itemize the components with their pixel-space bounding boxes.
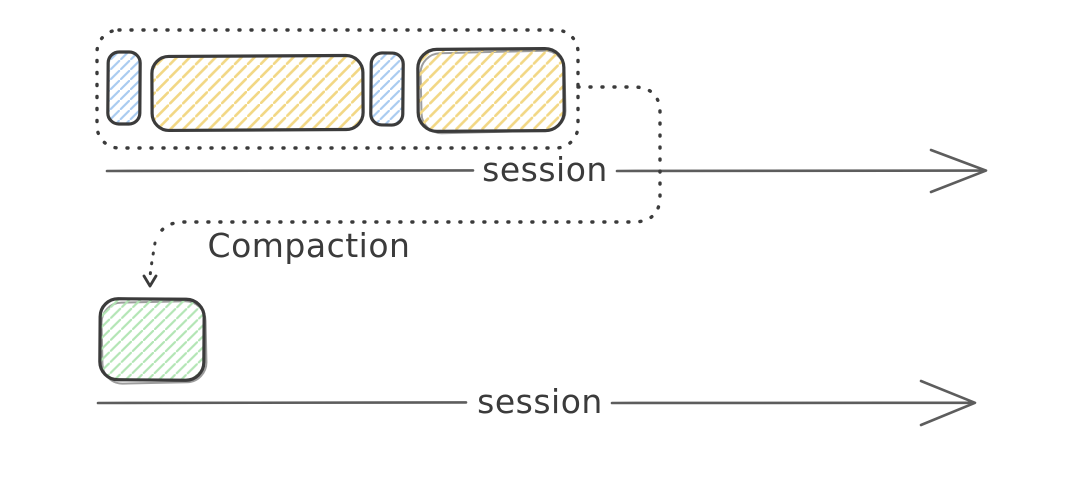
- dashed-group-container: [95, 28, 580, 150]
- arrow-right-icon: [929, 148, 988, 194]
- compaction-arrow: [142, 241, 158, 288]
- compaction-arrow-stem: [148, 241, 157, 279]
- arrow-right-icon: [919, 379, 977, 427]
- session-block-1: [106, 50, 142, 126]
- session-axis-top-line-left: [105, 169, 475, 173]
- compacted-block: [98, 297, 208, 385]
- session-block-4: [416, 47, 567, 135]
- session-label-top: session: [482, 150, 608, 189]
- arrow-down-icon: [142, 274, 158, 288]
- compaction-label: Compaction: [208, 226, 411, 265]
- session-block-2: [150, 53, 365, 133]
- session-label-bottom: session: [477, 382, 603, 421]
- session-axis-bottom-line-left: [96, 401, 468, 405]
- session-axis-top: session: [105, 148, 988, 194]
- session-axis-bottom: session: [96, 379, 977, 427]
- session-block-3: [369, 51, 405, 127]
- compaction-connector: [155, 85, 662, 240]
